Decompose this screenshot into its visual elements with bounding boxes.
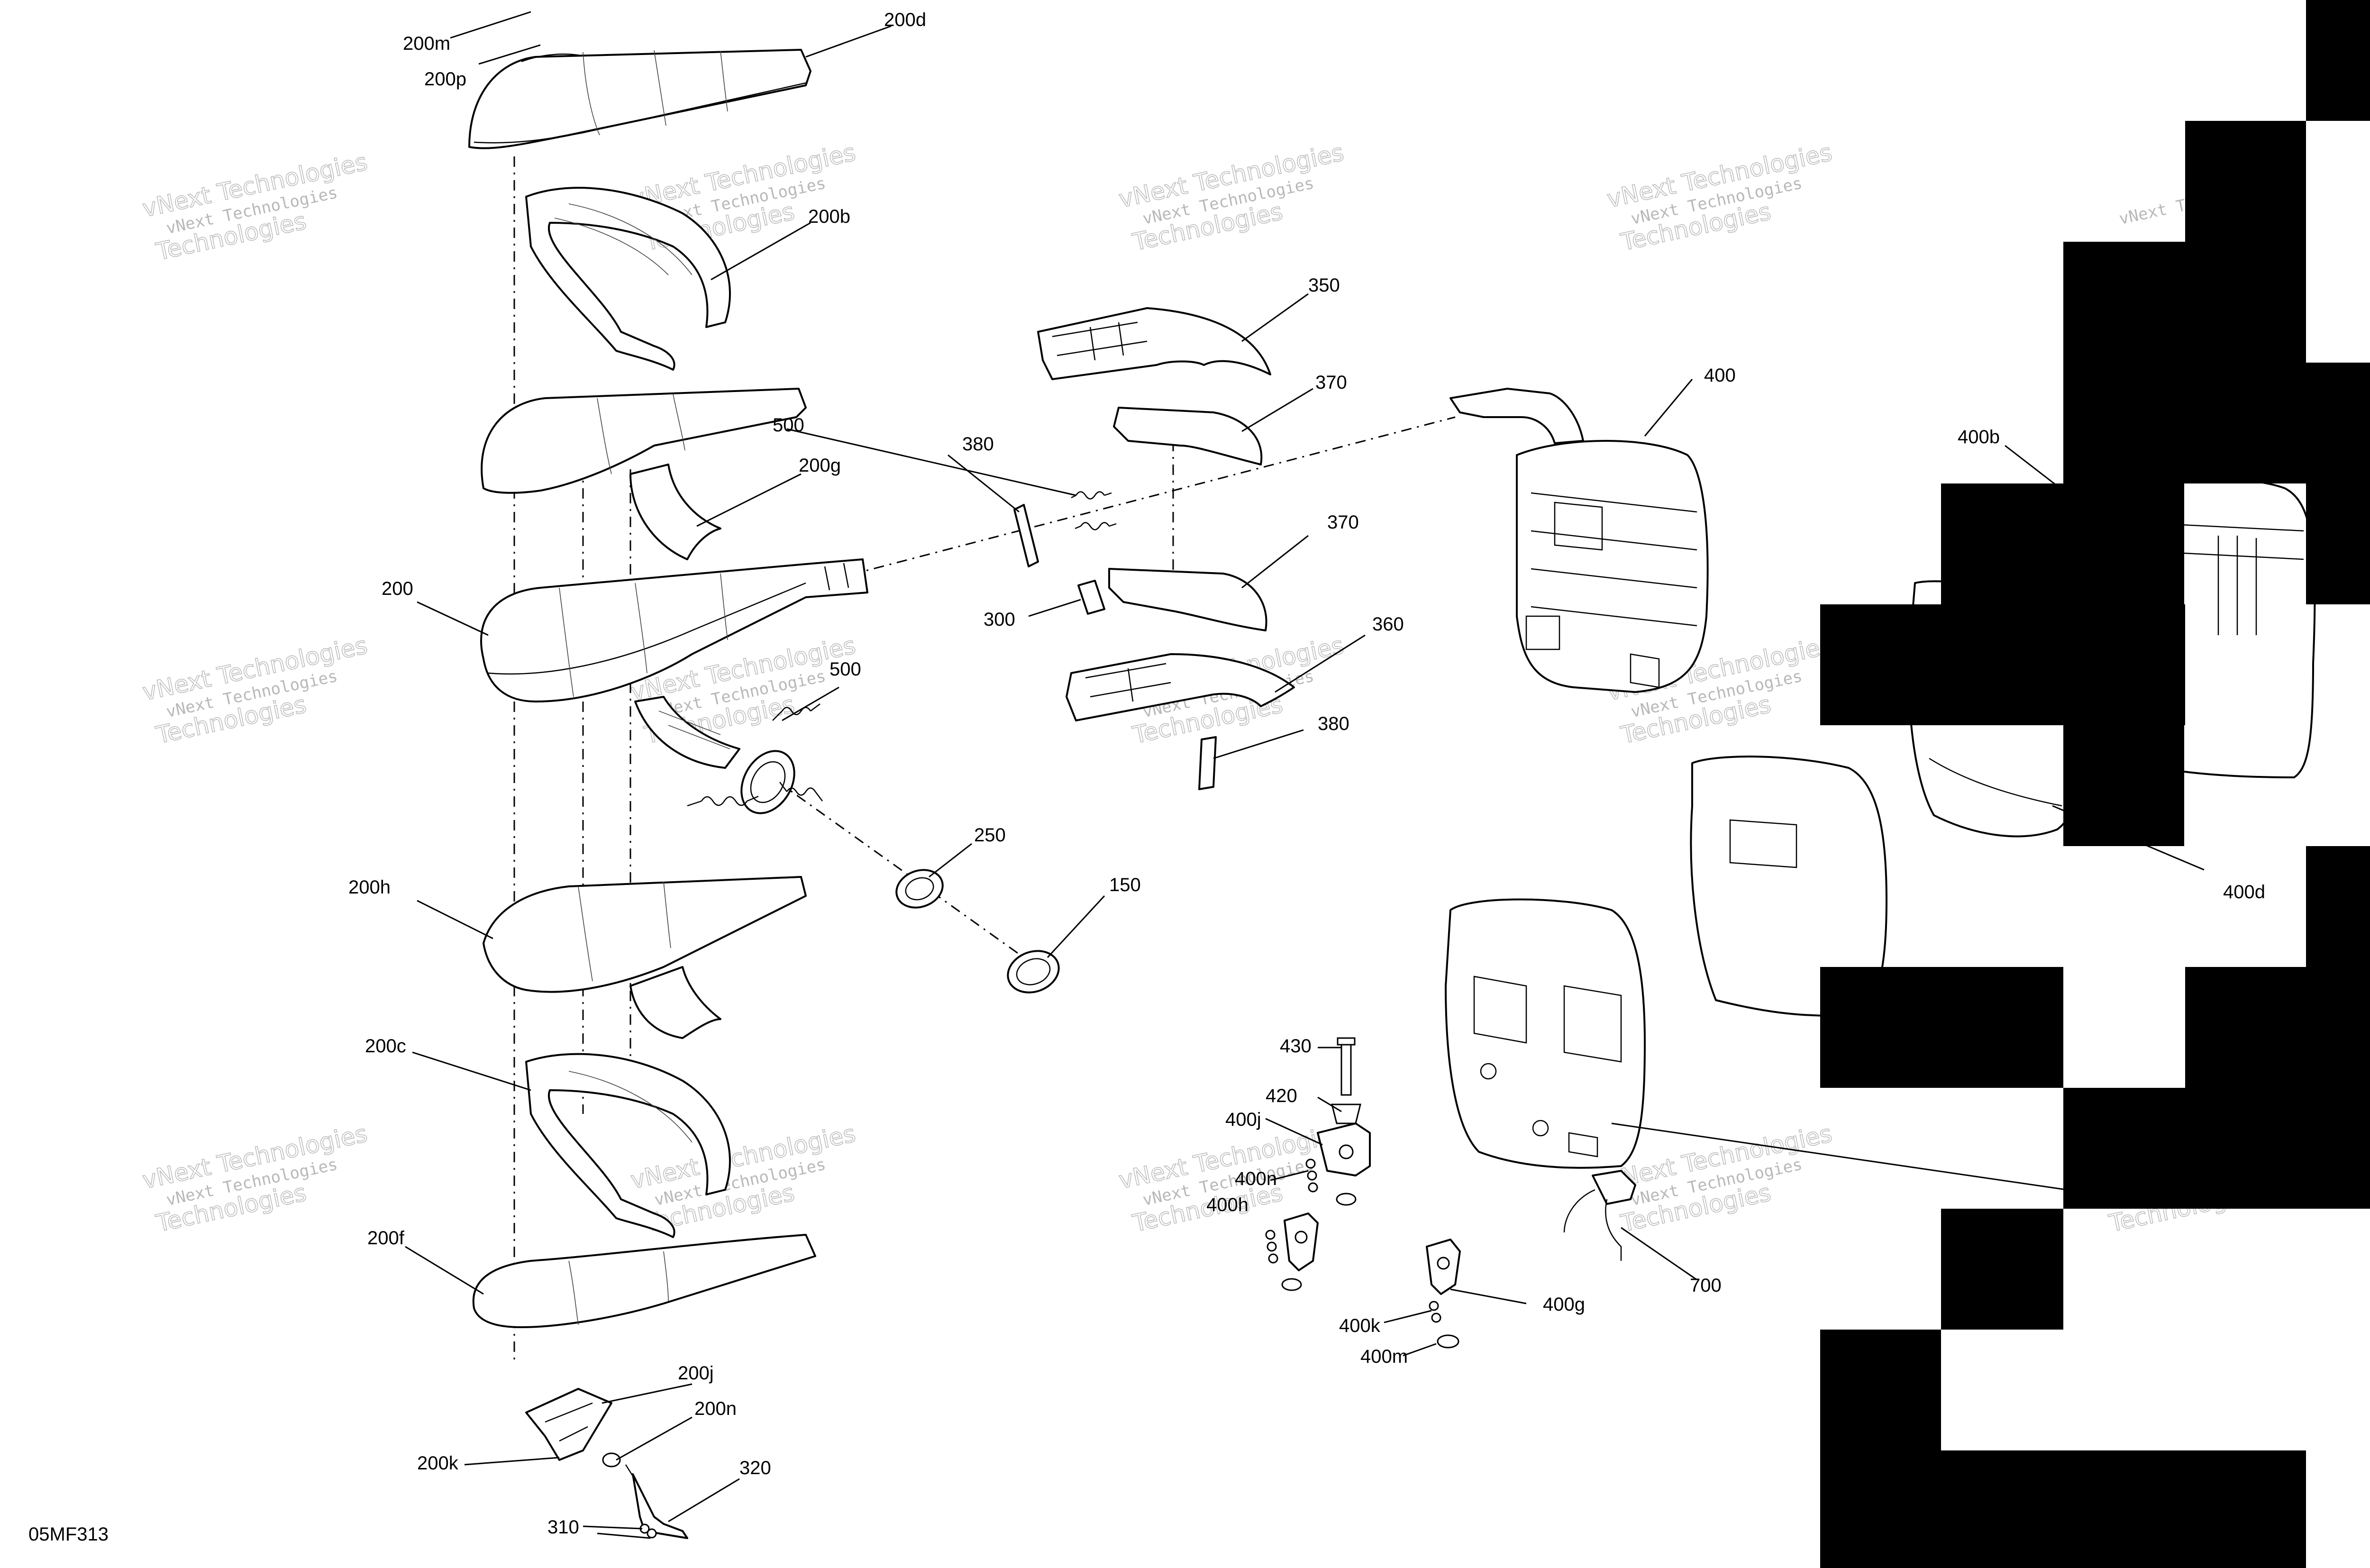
hardware-430-bolt [1337, 1037, 1356, 1096]
callout-200j: 200j [678, 1363, 714, 1384]
part-320-mount-rod [625, 1464, 688, 1539]
callout-150: 150 [1109, 875, 1141, 895]
part-300-clip [1077, 580, 1105, 615]
callout-500: 500 [830, 659, 861, 680]
part-350-shield [1037, 307, 1271, 380]
callout-400b: 400b [1958, 427, 2000, 447]
watermark: vNext Technologies vNext Technologies Te… [1604, 1119, 1835, 1238]
part-200h-lower-shield [483, 876, 807, 1039]
hardware-420-bumper [1331, 1103, 1361, 1124]
callout-200p: 200p [424, 69, 466, 90]
part-200-tuned-pipe [480, 558, 868, 814]
callout-400: 400 [1704, 365, 1736, 386]
callout-370: 370 [1315, 372, 1347, 393]
callout-200b: 200b [808, 206, 850, 227]
exhaust-axis-line [758, 767, 1024, 958]
part-200f-bottom-shield [472, 1234, 816, 1328]
watermark: vNext Technologies vNext Technologies Te… [1604, 138, 1835, 256]
redaction-blocks [1820, 0, 2370, 1568]
part-150-clamp-ring [1007, 950, 1060, 994]
callout-320: 320 [739, 1458, 771, 1478]
part-370-upper-shield [1113, 407, 1263, 465]
part-400c-muffler-shell [1445, 898, 1646, 1169]
callout-350: 350 [1308, 275, 1340, 296]
callout-200: 200 [382, 578, 413, 599]
leader-lines [405, 11, 2205, 1539]
callout-400d: 400d [2223, 882, 2265, 903]
callout-430: 430 [1280, 1036, 1312, 1057]
callout-370: 370 [1327, 512, 1359, 533]
callout-300: 300 [984, 609, 1015, 630]
callout-200h: 200h [348, 877, 391, 898]
watermark: vNext Technologies vNext Technologies Te… [140, 147, 370, 266]
callout-500: 500 [773, 415, 804, 436]
part-360-shield [1066, 653, 1295, 721]
part-200g-heat-shield [481, 388, 807, 560]
watermark: vNext Technologies vNext Technologies Te… [140, 631, 370, 749]
part-200c-lower-heat-shield [525, 1053, 731, 1238]
watermark: vNext Technologies vNext Technologies Te… [1116, 138, 1347, 256]
callout-200g: 200g [799, 455, 841, 476]
part-500-springs-center [1071, 491, 1117, 530]
assembly-guides [513, 156, 1456, 1365]
part-200b-heat-shield [525, 187, 731, 371]
part-380-clip-upper [1013, 504, 1039, 567]
part-400j-bracket [1317, 1122, 1371, 1176]
callout-200d: 200d [884, 9, 926, 30]
part-200j-bracket [525, 1388, 612, 1461]
part-200d-upper-heat-shield [468, 49, 811, 149]
watermark: vNext Technologies vNext Technologies Te… [140, 1119, 370, 1238]
callout-380: 380 [1318, 713, 1349, 734]
callout-700: 700 [1690, 1275, 1722, 1296]
callout-200c: 200c [365, 1036, 406, 1057]
callout-400g: 400g [1543, 1294, 1585, 1315]
callout-400h: 400h [1206, 1194, 1249, 1215]
part-370-lower-shield [1108, 568, 1267, 631]
callout-250: 250 [974, 825, 1006, 846]
part-400g-bracket [1426, 1239, 1461, 1349]
callout-400m: 400m [1360, 1346, 1408, 1367]
callout-200m: 200m [403, 33, 450, 54]
part-400-muffler [1449, 388, 1709, 693]
part-700-sensor [1563, 1170, 1636, 1261]
hardware-400n-fasteners [1305, 1158, 1357, 1206]
part-400h-bracket [1265, 1212, 1319, 1291]
hardware-200n-grommet [602, 1452, 621, 1468]
drawing-id: 05MF313 [28, 1524, 109, 1545]
part-250-gasket [895, 869, 944, 909]
callout-360: 360 [1372, 614, 1404, 635]
exhaust-axis-line [782, 416, 1456, 593]
callout-310: 310 [547, 1517, 579, 1538]
callout-400k: 400k [1339, 1315, 1381, 1336]
callout-200k: 200k [417, 1453, 459, 1474]
callout-200f: 200f [367, 1228, 405, 1249]
callout-200n: 200n [694, 1398, 737, 1419]
callout-420: 420 [1266, 1085, 1297, 1106]
callout-400n: 400n [1235, 1168, 1277, 1189]
part-380-clip-lower [1198, 736, 1217, 790]
callout-380: 380 [962, 434, 994, 455]
callout-400j: 400j [1225, 1109, 1261, 1130]
